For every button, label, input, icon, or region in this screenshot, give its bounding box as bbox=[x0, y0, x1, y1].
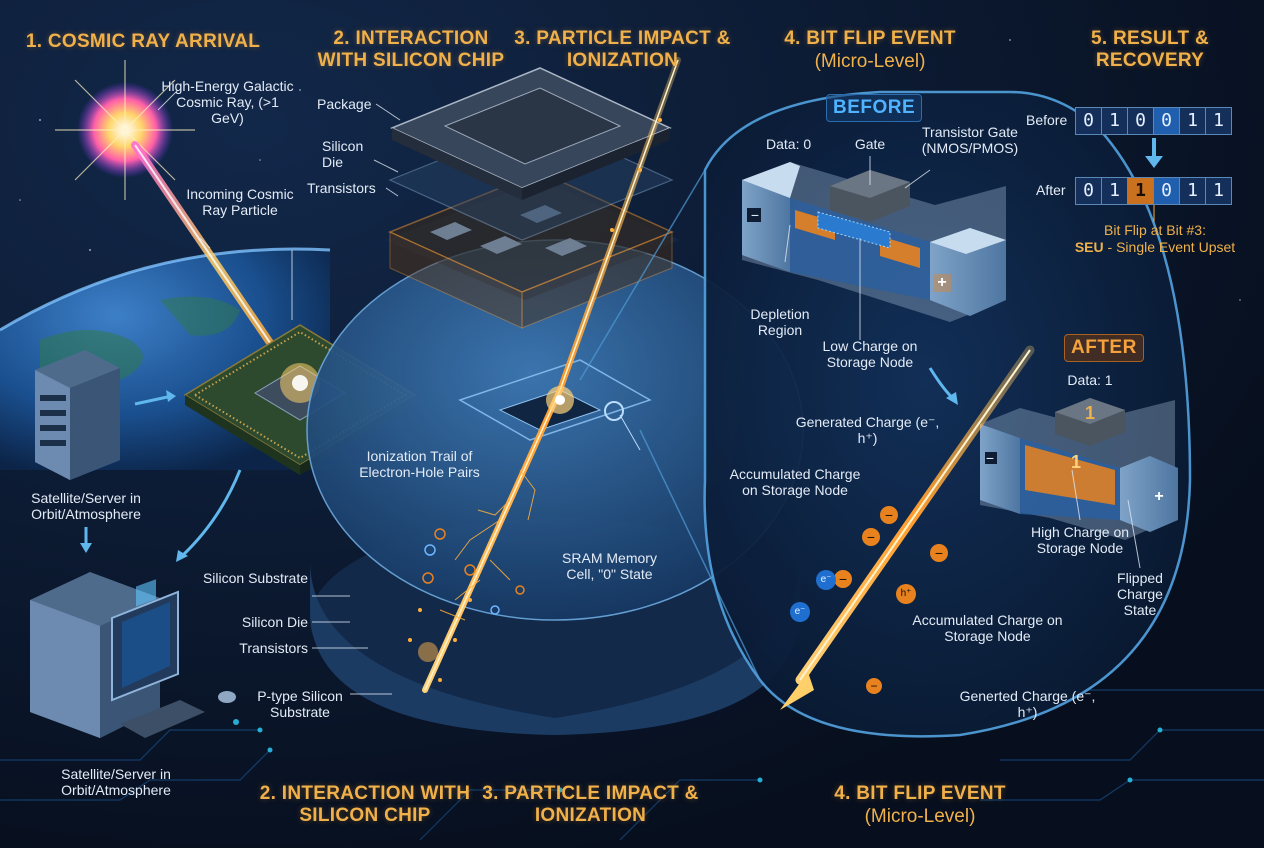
step-4-title-bottom: 4. BIT FLIP EVENT bbox=[834, 783, 1006, 804]
data-0-label: Data: 0 bbox=[766, 136, 812, 152]
minus-terminal-label: − bbox=[750, 207, 760, 223]
bit-cell: 0 bbox=[1154, 108, 1180, 134]
low-charge-label: Low Charge on Storage Node bbox=[822, 338, 918, 370]
step-3-title-bottom: 3. PARTICLE IMPACT & IONIZATION bbox=[482, 783, 699, 826]
minus-terminal-label: − bbox=[985, 450, 995, 466]
bit-cell: 0 bbox=[1076, 108, 1102, 134]
gate-label: Gate bbox=[854, 136, 886, 152]
step-4-subtitle-top: (Micro-Level) bbox=[814, 51, 926, 72]
bit-flip-note: Bit Flip at Bit #3: SEU - Single Event U… bbox=[1050, 222, 1260, 256]
seu-definition: - Single Event Upset bbox=[1103, 239, 1236, 255]
hole-marker: h⁺ bbox=[896, 584, 916, 604]
bit-cell: 1 bbox=[1102, 178, 1128, 204]
callout-lines bbox=[157, 89, 293, 320]
flipped-charge-label: Flipped Charge State bbox=[1117, 570, 1163, 618]
zoom-particle-track bbox=[780, 345, 1035, 710]
silicon-die-top-label: Silicon Die bbox=[322, 138, 364, 170]
generated-charge-label-1: Generated Charge (e⁻, h⁺) bbox=[795, 414, 940, 446]
step-4-subtitle-bottom: (Micro-Level) bbox=[864, 806, 976, 827]
plus-terminal-label: + bbox=[937, 274, 947, 291]
generated-charge-label-2: Generted Charge (e⁻, h⁺) bbox=[959, 688, 1096, 720]
silicon-wafer-disk bbox=[306, 239, 804, 735]
accumulated-charge-label-2: Accumulated Charge on Storage Node bbox=[912, 612, 1063, 644]
step-1-title: 1. COSMIC RAY ARRIVAL bbox=[25, 31, 261, 52]
bit-flip-line: Bit Flip at Bit #3: bbox=[1104, 222, 1206, 238]
before-bit-register: 0 1 0 0 1 1 bbox=[1075, 107, 1232, 135]
electron-marker: e⁻ bbox=[790, 602, 810, 622]
bit-cell: 1 bbox=[1180, 108, 1206, 134]
depletion-region-label: Depletion Region bbox=[750, 306, 810, 338]
ptype-substrate-label: P-type Silicon Substrate bbox=[257, 688, 343, 720]
high-energy-ray-label: High-Energy Galactic Cosmic Ray, (>1 GeV… bbox=[161, 78, 294, 126]
transistor-after bbox=[980, 398, 1178, 540]
mouse bbox=[218, 691, 236, 703]
particle-track bbox=[408, 57, 681, 693]
server-tower-top bbox=[35, 350, 120, 480]
step-4-title-top: 4. BIT FLIP EVENT bbox=[784, 28, 956, 49]
bit-cell: 1 bbox=[1102, 108, 1128, 134]
hole-marker: − bbox=[880, 506, 898, 524]
circuit-nodes bbox=[233, 719, 1163, 793]
storage-bit-label: 1 bbox=[1070, 452, 1081, 472]
server-desktop-bottom bbox=[30, 572, 236, 738]
bit-cell: 0 bbox=[1076, 178, 1102, 204]
keyboard bbox=[120, 700, 205, 738]
after-bit-register: 0 1 1 0 1 1 bbox=[1075, 177, 1232, 205]
hole-marker: − bbox=[866, 678, 882, 694]
bit-cell: 0 bbox=[1154, 178, 1180, 204]
bit-cell: 1 bbox=[1180, 178, 1206, 204]
package-label: Package bbox=[317, 96, 372, 112]
flow-arrows bbox=[84, 394, 242, 558]
sram-cell-label: SRAM Memory Cell, "0" State bbox=[562, 550, 657, 582]
step-2-title-bottom: 2. INTERACTION WITH SILICON CHIP bbox=[259, 783, 471, 826]
step-3-title-top: 3. PARTICLE IMPACT & IONIZATION bbox=[514, 28, 731, 71]
transistor-gate-label: Transistor Gate (NMOS/PMOS) bbox=[921, 124, 1019, 156]
high-charge-label: High Charge on Storage Node bbox=[1030, 524, 1130, 556]
hole-marker: − bbox=[930, 544, 948, 562]
silicon-substrate-label: Silicon Substrate bbox=[202, 570, 308, 586]
flipped-bit-cell: 1 bbox=[1128, 178, 1154, 204]
stack-callouts bbox=[373, 103, 401, 197]
hole-marker: − bbox=[834, 570, 852, 588]
plus-terminal-label: + bbox=[1154, 488, 1164, 505]
step-5-title: 5. RESULT & RECOVERY bbox=[1090, 28, 1209, 71]
transistor-before bbox=[742, 162, 1006, 322]
electron-marker: e⁻ bbox=[816, 570, 836, 590]
data-1-label: Data: 1 bbox=[1067, 372, 1113, 388]
gate-bit-label: 1 bbox=[1084, 403, 1095, 423]
step-2-title-top: 2. INTERACTION WITH SILICON CHIP bbox=[317, 28, 505, 71]
before-register-label: Before bbox=[1026, 112, 1068, 128]
after-badge: AFTER bbox=[1064, 334, 1144, 362]
satellite-server-bottom-label: Satellite/Server in Orbit/Atmosphere bbox=[61, 766, 171, 798]
incoming-particle-label: Incoming Cosmic Ray Particle bbox=[186, 186, 294, 218]
circuit-traces bbox=[0, 689, 1264, 841]
silicon-die-bottom-label: Silicon Die bbox=[241, 614, 308, 630]
hole-marker: − bbox=[862, 528, 880, 546]
transistors-top-label: Transistors bbox=[307, 180, 376, 196]
after-register-label: After bbox=[1036, 182, 1066, 198]
before-badge: BEFORE bbox=[826, 94, 923, 122]
satellite-server-top-label: Satellite/Server in Orbit/Atmosphere bbox=[31, 490, 141, 522]
exploded-chip-stack bbox=[385, 67, 680, 329]
bit-cell: 1 bbox=[1206, 178, 1231, 204]
bit-cell: 1 bbox=[1206, 108, 1231, 134]
seu-abbreviation: SEU bbox=[1074, 239, 1104, 255]
ionization-trail-label: Ionization Trail of Electron-Hole Pairs bbox=[359, 448, 480, 480]
transistors-bottom-label: Transistors bbox=[239, 640, 308, 656]
bit-cell: 0 bbox=[1128, 108, 1154, 134]
accumulated-charge-label-1: Accumulated Charge on Storage Node bbox=[729, 466, 861, 498]
